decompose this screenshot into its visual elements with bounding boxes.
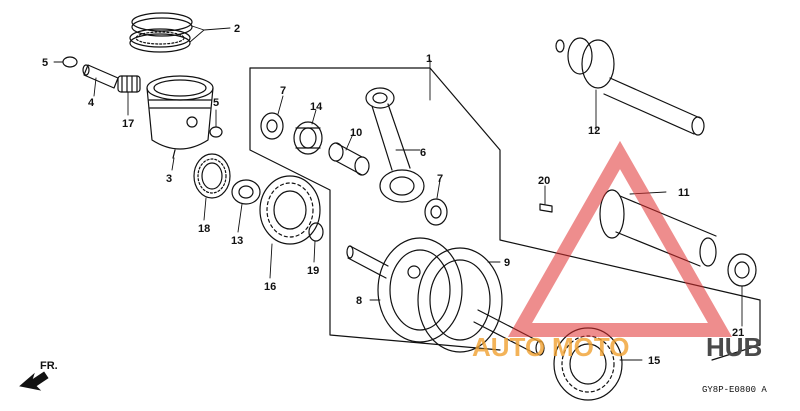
balancer-bearing (727, 253, 757, 287)
part-label-13: 13 (231, 235, 243, 247)
watermark-word-moto: MOTO (552, 332, 630, 362)
thrust-washer (424, 198, 448, 226)
small-end-bearing (117, 75, 141, 93)
part-label-5: 5 (213, 97, 219, 109)
part-label-14: 14 (310, 101, 323, 113)
part-label-18: 18 (198, 223, 210, 235)
part-label-5: 5 (42, 57, 48, 69)
piston-pin-clip (62, 56, 78, 68)
part-label-11: 11 (678, 187, 690, 199)
piston-pin-clip (209, 126, 223, 138)
crankshaft (346, 237, 545, 356)
part-number-labels: 1 2 3 4 5 5 6 7 7 8 9 10 11 12 13 14 15 … (42, 23, 744, 367)
part-label-4: 4 (88, 97, 95, 109)
part-label-6: 6 (420, 147, 426, 159)
part-label-16: 16 (264, 281, 276, 293)
piston-rings (129, 12, 193, 53)
part-label-12: 12 (588, 125, 600, 137)
main-bearing-left (259, 175, 321, 245)
connecting-rod (365, 87, 425, 203)
part-label-10: 10 (350, 127, 362, 139)
watermark-logo: AUTO MOTO HUB (472, 140, 762, 362)
piston (146, 75, 214, 159)
part-label-3: 3 (166, 173, 172, 185)
watermark-word-auto: AUTO (472, 332, 545, 362)
thrust-washer (260, 112, 284, 140)
part-label-7: 7 (437, 173, 443, 185)
diagram-code: GY8P-E0800 A (702, 385, 767, 395)
piston-pin (82, 64, 119, 89)
woodruff-key (539, 203, 553, 213)
part-label-7: 7 (280, 85, 286, 97)
assembly-frame (249, 67, 761, 361)
part-label-19: 19 (307, 265, 319, 277)
collar (231, 179, 261, 205)
part-label-9: 9 (504, 257, 510, 269)
part-label-1: 1 (426, 53, 432, 65)
big-end-bearing (293, 121, 323, 155)
balancer-gear-shaft (555, 37, 705, 136)
part-label-17: 17 (122, 118, 134, 130)
part-label-2: 2 (234, 23, 240, 35)
part-label-8: 8 (356, 295, 362, 307)
crank-oil-seal (193, 153, 231, 199)
arrow-icon (19, 371, 49, 391)
part-label-21: 21 (732, 327, 744, 339)
direction-label: FR. (40, 360, 58, 372)
front-direction-indicator: FR. (19, 360, 58, 391)
part-label-20: 20 (538, 175, 550, 187)
crank-pin (328, 142, 370, 176)
part-label-15: 15 (648, 355, 660, 367)
watermark-word-hub: HUB (706, 332, 762, 362)
watermark-triangle-icon (507, 140, 733, 337)
circlip (308, 222, 324, 242)
